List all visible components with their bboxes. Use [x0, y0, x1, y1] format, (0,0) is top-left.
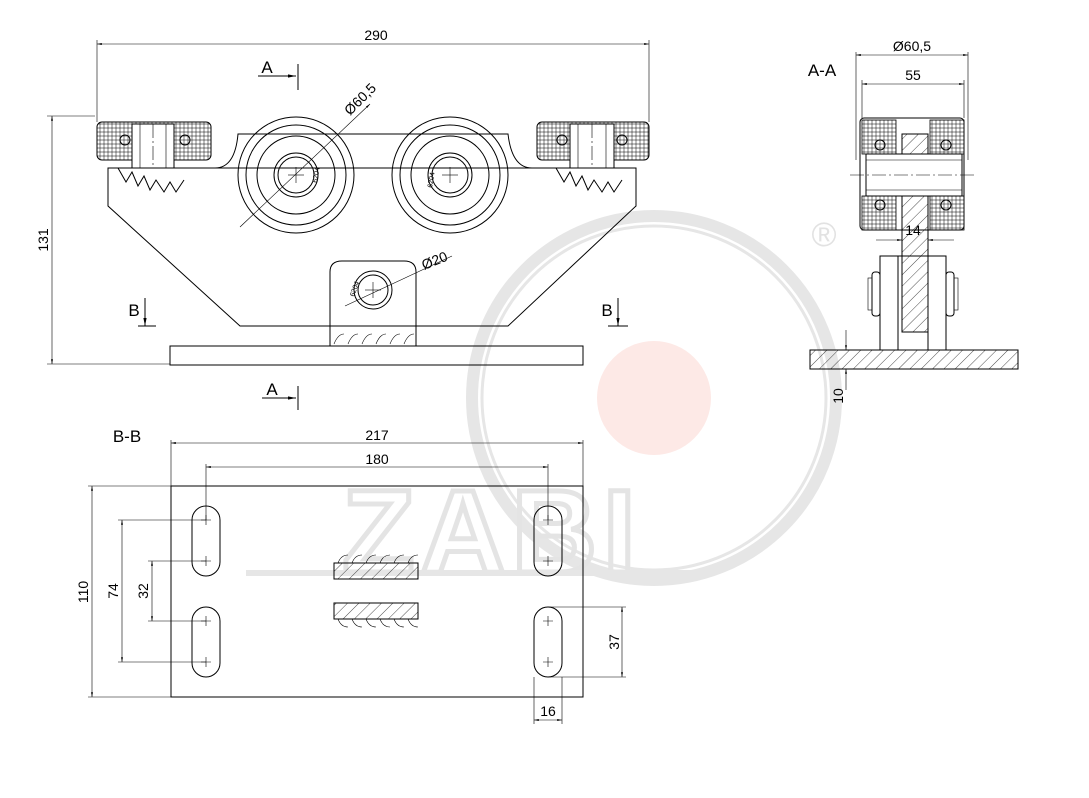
dim-slot-width: 16 — [540, 703, 556, 719]
slot-bottom-left — [191, 606, 221, 678]
dim-hole-pitch-inner: 32 — [135, 583, 151, 599]
dim-plate-length: 217 — [365, 427, 389, 443]
front-view: 290 131 — [35, 27, 650, 410]
pin-diameter-leader — [344, 255, 453, 307]
dim-hole-pitch-outer: 74 — [105, 583, 121, 599]
slot-top-right — [533, 505, 563, 577]
section-web — [901, 133, 929, 155]
bb-plate — [170, 485, 584, 698]
dim-plate-thickness: 10 — [830, 388, 846, 404]
left-wheel: 6204 Ø60,5 — [237, 80, 379, 234]
dim-slot-length: 37 — [606, 634, 622, 650]
dim-section-wheel-diameter: Ø60,5 — [893, 38, 931, 54]
section-marker-b-left: B — [128, 301, 139, 320]
dim-section-web: 14 — [905, 222, 921, 238]
dim-pin-diameter: Ø20 — [419, 248, 450, 273]
dim-overall-height: 131 — [35, 228, 51, 252]
slot-bottom-right — [533, 606, 563, 678]
right-wheel: 6204 — [391, 116, 509, 234]
dim-wheel-diameter: Ø60,5 — [341, 80, 379, 118]
left-wheel-bearing-text: 6204 — [312, 167, 322, 184]
section-marker-b-right: B — [601, 301, 612, 320]
dim-hole-spacing: 180 — [365, 451, 389, 467]
right-bearing-block — [536, 121, 650, 193]
dim-overall-length: 290 — [364, 27, 388, 43]
bb-center-bars — [333, 554, 419, 628]
section-marker-a-bottom: A — [266, 380, 278, 399]
housing-body — [107, 167, 637, 327]
section-bb-title: B-B — [113, 427, 141, 446]
dim-plate-width: 110 — [75, 581, 91, 604]
center-bracket: 6204 Ø20 — [329, 248, 453, 346]
right-wheel-bearing-text: 6204 — [427, 172, 437, 189]
watermark-logo: ZABI ® — [246, 210, 842, 601]
base-plate — [169, 345, 584, 366]
dim-section-width: 55 — [905, 67, 921, 83]
pin-bearing-text: 6204 — [349, 281, 361, 298]
section-marker-a-top: A — [261, 58, 273, 77]
watermark-registered-mark: ® — [811, 216, 836, 254]
section-aa-title: A-A — [808, 61, 837, 80]
left-bearing-block — [96, 121, 212, 193]
section-aa-view: A-A Ø60,5 55 14 — [808, 38, 1019, 404]
section-base-plate — [809, 349, 1019, 370]
slot-top-left — [191, 505, 221, 577]
section-bb-view: B-B 217 180 110 74 32 — [75, 427, 626, 724]
wheel-diameter-leader — [239, 103, 371, 228]
